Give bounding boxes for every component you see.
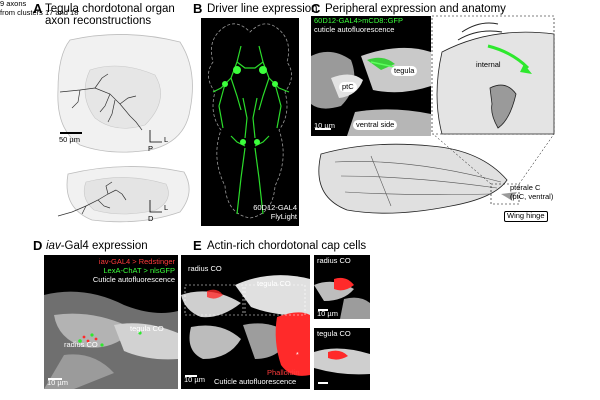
panel-e-tegula-co-label: tegula CO — [257, 279, 291, 288]
panel-b-label-line1: 60D12-GAL4 — [253, 203, 297, 212]
panel-c-scale-bar — [315, 128, 331, 130]
panel-d-tegula-co-label: tegula CO — [130, 324, 164, 333]
panel-a-scale-label: 50 µm — [59, 135, 80, 144]
panel-a-note: 9 axons from clusters 17 and 18 — [0, 0, 600, 17]
panel-d-title: iav-Gal4 expression — [46, 240, 148, 252]
panel-a-axis-bottom-h: L — [164, 203, 169, 212]
panel-d-letter: D — [33, 238, 43, 253]
panel-e-inset-radius-scale-bar — [318, 309, 328, 311]
panel-e-phalloidin-label: Phalloidin — [267, 368, 300, 377]
panel-a-axis-bottom — [149, 200, 162, 213]
panel-a-title: Tegula chordotonal organ axon reconstruc… — [45, 3, 175, 27]
panel-b-title: Driver line expression — [207, 3, 318, 15]
panel-a-axis-bottom-v: D — [148, 214, 154, 223]
panel-e-inset-radius: radius CO 10 µm — [314, 255, 370, 319]
panel-b-label: 60D12-GAL4 FlyLight — [249, 203, 297, 221]
panel-a-title-line1: Tegula chordotonal organ — [45, 3, 175, 15]
panel-e-radius-co-label: radius CO — [188, 264, 222, 273]
panel-a-letter: A — [33, 1, 43, 16]
panel-e-cuticle-label: Cuticle autofluorescence — [214, 377, 297, 386]
panel-c-wing-diagram — [318, 133, 555, 214]
panel-d-legend-green: LexA-ChAT > nlsGFP — [103, 266, 175, 275]
panel-c-ventral-label: ventral side — [353, 120, 398, 130]
panel-e-inset-tegula-image — [314, 348, 370, 375]
panel-e-inset-radius-label: radius CO — [317, 256, 351, 265]
panel-d-scale-label: 10 µm — [47, 378, 68, 387]
panel-b-label-line2: FlyLight — [270, 211, 297, 221]
panel-c-letter: C — [311, 1, 321, 16]
panel-c-internal-label: internal — [476, 60, 501, 69]
panel-e-cuticle — [181, 275, 310, 376]
panel-c-wing-hinge-label: Wing hinge — [504, 211, 548, 222]
panel-c-pterale-label: pterale C (ptC, ventral) — [510, 183, 554, 201]
panel-c-title: Peripheral expression and anatomy — [325, 3, 506, 15]
panel-a-title-line2: axon reconstructions — [45, 15, 152, 27]
panel-d-cuticle — [44, 291, 178, 389]
panel-d-title-rest: -Gal4 expression — [60, 240, 148, 252]
panel-c-pterale-line2: (ptC, ventral) — [510, 191, 554, 201]
panel-e-star: * — [296, 352, 299, 359]
panel-a-axis-top-v: P — [148, 144, 154, 153]
panel-e-title: Actin-rich chordotonal cap cells — [207, 240, 367, 252]
panel-e-scale-bar — [185, 375, 197, 377]
panel-a-note-line1: 9 axons — [0, 0, 27, 8]
panel-c-internal-diagram — [431, 15, 555, 135]
panel-a-axis-top-h: L — [164, 135, 169, 144]
panel-e-letter: E — [193, 238, 202, 253]
panel-a-axis-top — [149, 130, 162, 143]
panel-a-reconstruction-bottom — [57, 166, 190, 223]
panel-d-scale-bar — [48, 378, 62, 380]
panel-d-radius-co-label: radius CO — [64, 340, 98, 349]
panel-a-reconstruction-top — [57, 34, 193, 153]
panel-e-inset-radius-scale-label: 10 µm — [317, 309, 338, 318]
panel-e-inset-radius-image — [314, 277, 370, 319]
panel-c-overlay-gfp: 60D12-GAL4>mCD8::GFP — [314, 16, 403, 25]
panel-c-overlay-cuticle: cuticle autofluorescence — [314, 25, 395, 34]
panel-d-legend-cuticle: Cuticle autofluorescence — [92, 275, 175, 284]
panel-e-scale-label: 10 µm — [184, 375, 205, 384]
panel-c-scale-label: 10 µm — [314, 121, 335, 130]
panel-c-micrograph: 60D12-GAL4>mCD8::GFP cuticle autofluores… — [311, 16, 431, 136]
panel-a-note-line2: from clusters 17 and 18 — [0, 7, 79, 17]
panel-b-letter: B — [193, 1, 203, 16]
panel-e-inset-tegula-label: tegula CO — [317, 329, 351, 338]
panel-e-inset-tegula: tegula CO — [314, 328, 370, 390]
panel-a-scale-bar — [60, 132, 82, 134]
panel-d-legend-red: iav-GAL4 > Redstinger — [98, 257, 175, 266]
panel-c-tegula-label: tegula — [391, 66, 418, 76]
panel-d-micrograph: iav-GAL4 > Redstinger LexA-ChAT > nlsGFP… — [44, 255, 178, 389]
panel-c-ptc-label: ptC — [339, 82, 357, 92]
panel-b-cns-outline — [208, 23, 292, 219]
panel-e-inset-tegula-scale-bar — [318, 382, 328, 384]
panel-c-pterale-line1: pterale C — [510, 183, 541, 192]
panel-d-title-prefix: iav — [46, 240, 61, 252]
panel-e-micrograph: radius CO tegula CO * Phalloidin Cuticle… — [181, 255, 310, 389]
panel-b-image: 60D12-GAL4 FlyLight — [201, 18, 299, 226]
